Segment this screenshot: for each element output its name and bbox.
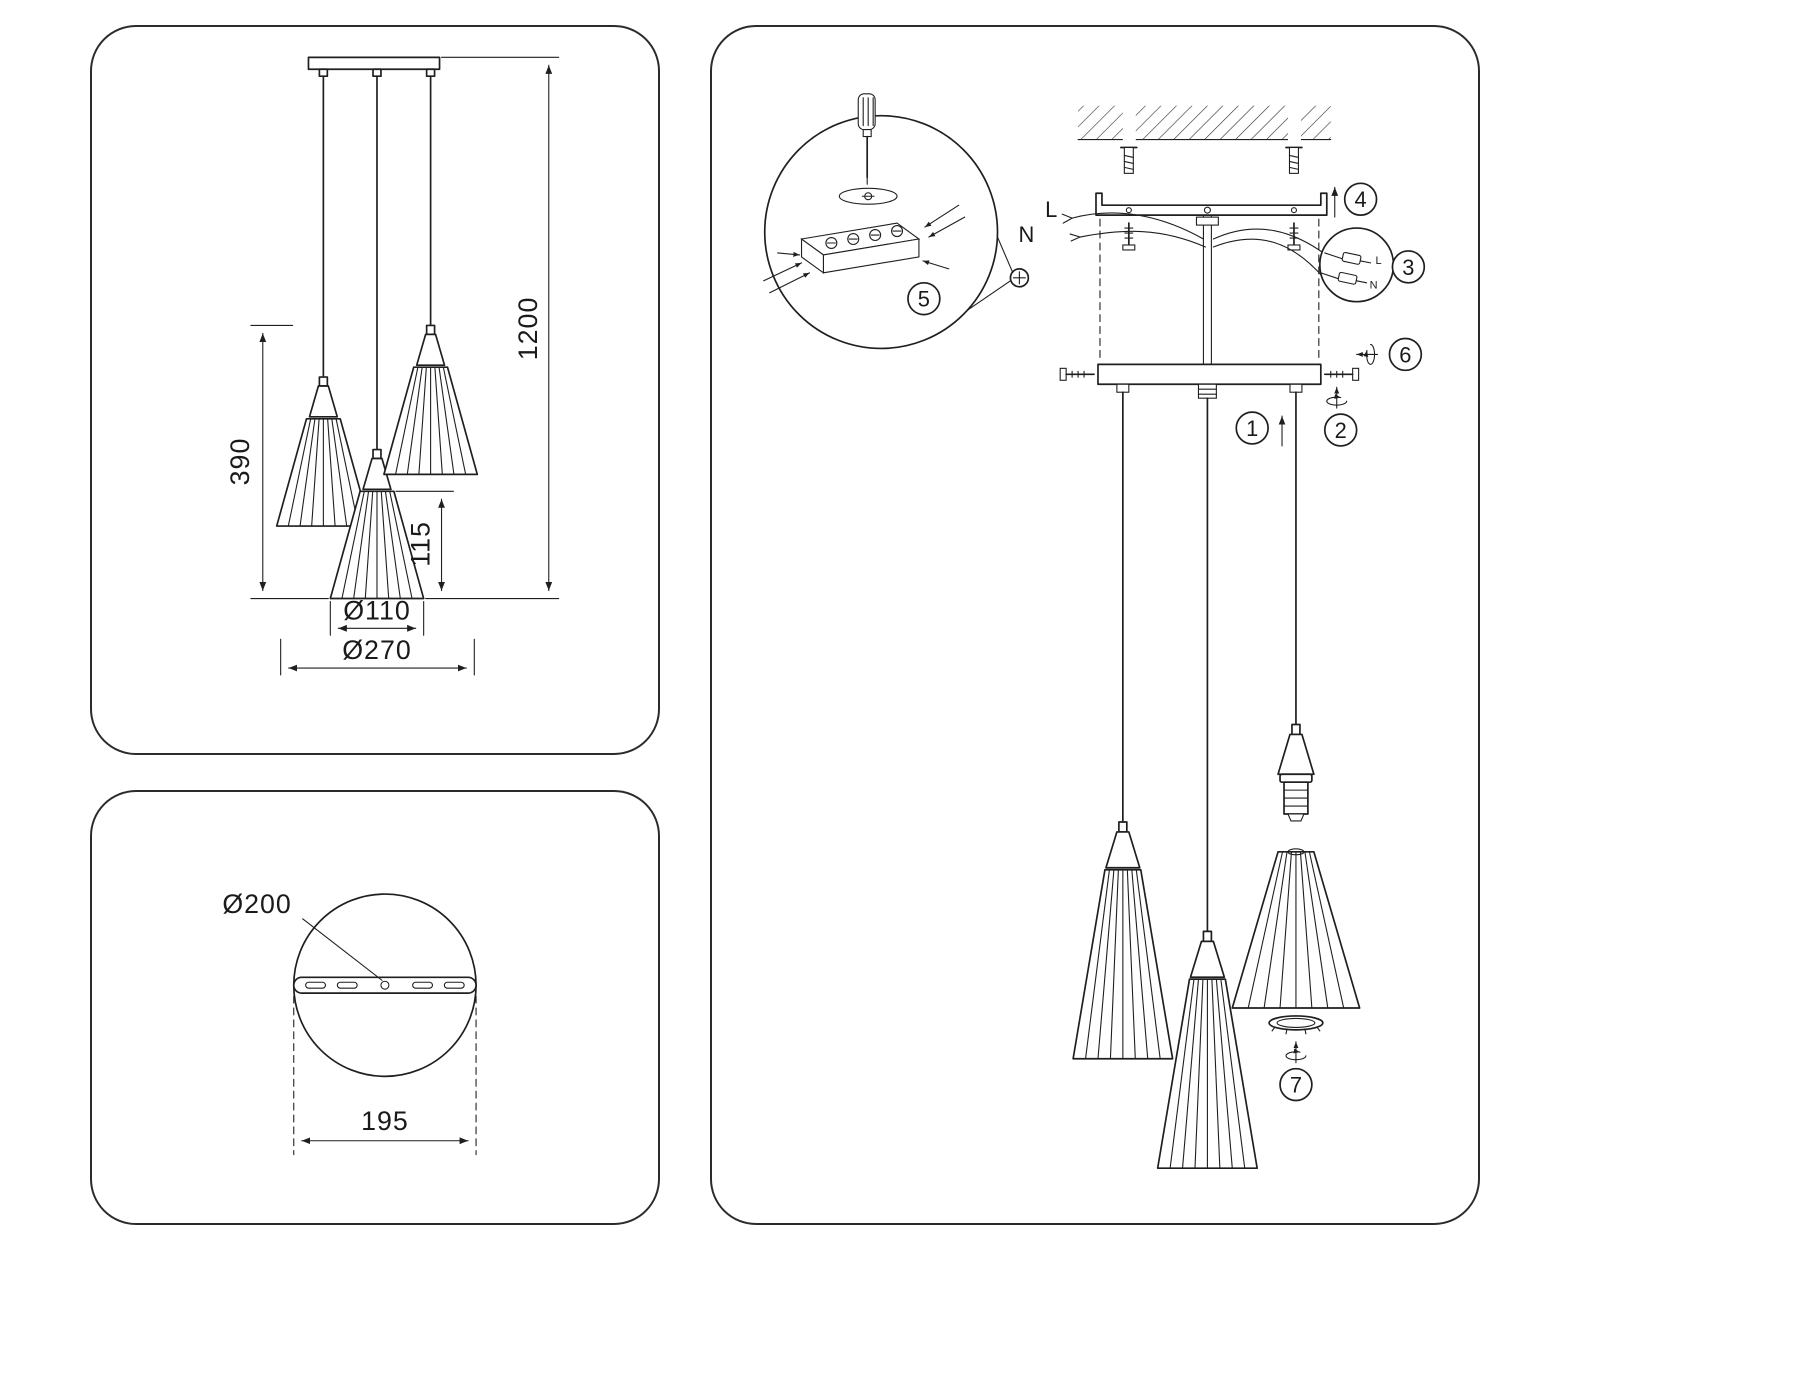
screwdriver-icon [857, 93, 876, 185]
dimension-fixture-diameter: Ø270 [280, 635, 475, 676]
rotate-icon-step2 [1327, 387, 1347, 408]
pendant-fixture-front [275, 56, 479, 600]
central-threaded-tube [1195, 214, 1219, 365]
step-badge-7: 7 [1279, 1067, 1313, 1102]
pendant-left [1072, 821, 1174, 1060]
dimension-bracket-length: 195 [293, 995, 477, 1156]
panel-installation: L N [710, 25, 1480, 1225]
step3-number: 3 [1402, 255, 1414, 280]
rotate-icon-step7 [1286, 1042, 1306, 1063]
step-badge-3: 3 [1391, 250, 1426, 284]
step-badge-5: 5 [907, 281, 941, 316]
dim-fixture-diameter-label: Ø270 [342, 635, 412, 665]
shade-exploded [1231, 848, 1361, 1009]
step2-number: 2 [1335, 418, 1347, 443]
pendant-middle [1156, 930, 1258, 1170]
step-badge-1: 1 [1235, 411, 1269, 445]
step1-number: 1 [1246, 416, 1258, 441]
dim-shade-height-label: 115 [406, 521, 436, 567]
dimension-canopy-diameter: Ø200 [222, 889, 383, 981]
dimension-shade-height: 115 [395, 490, 454, 592]
pendant-right-exploded [1231, 723, 1361, 1063]
wire-label-live: L [1045, 197, 1057, 222]
mounting-bracket [1095, 192, 1328, 216]
dimension-pendant-drop: 390 [225, 324, 329, 600]
wall-anchor-plugs [1120, 146, 1303, 175]
terminal-detail-bubble: 5 [763, 93, 1013, 350]
rotate-icon-step6 [1357, 344, 1378, 364]
connector-label-neutral: N [1370, 280, 1378, 292]
connector-wires [1212, 228, 1330, 278]
dimension-total-height: 1200 [425, 56, 560, 600]
connector-detail-bubble: L N [1318, 227, 1395, 303]
dim-mount-spacing-label: 195 [361, 1106, 409, 1136]
canopy-side-screws [1059, 367, 1360, 381]
dim-shade-diameter-label: Ø110 [343, 595, 411, 625]
terminal-wire-arrows [763, 204, 966, 294]
dimension-shade-diameter: Ø110 [329, 595, 425, 636]
junction-cover-icon [838, 187, 898, 205]
step5-number: 5 [918, 287, 930, 312]
front-view-drawing: 1200 390 115 Ø110 [225, 56, 560, 676]
panel-dimensions-front: 1200 390 115 Ø110 [90, 25, 660, 755]
canopy-plate [1097, 363, 1322, 399]
ground-screw [1009, 268, 1030, 288]
connector-label-live: L [1375, 255, 1381, 267]
dim-total-height-label: 1200 [513, 297, 543, 361]
step-badge-6: 6 [1388, 337, 1423, 372]
mains-wires [1061, 212, 1206, 248]
canopy-top-view [292, 893, 477, 1078]
panel-dimensions-top: Ø200 195 [90, 790, 660, 1225]
dim-canopy-diameter-label: Ø200 [222, 889, 291, 919]
wire-label-neutral: N [1018, 222, 1034, 247]
step-badge-4: 4 [1343, 182, 1378, 216]
step7-number: 7 [1290, 1073, 1302, 1098]
step6-number: 6 [1399, 342, 1411, 367]
bracket-screws [1122, 222, 1301, 251]
installation-drawing: L N [763, 93, 1426, 1170]
step4-number: 4 [1355, 187, 1367, 212]
ceiling-section [1077, 103, 1332, 142]
dim-pendant-drop-label: 390 [225, 438, 255, 486]
top-view-drawing: Ø200 195 [222, 889, 477, 1156]
shade-ring [1268, 1015, 1324, 1035]
terminal-block-icon [800, 222, 921, 274]
step-badge-2: 2 [1323, 413, 1358, 447]
